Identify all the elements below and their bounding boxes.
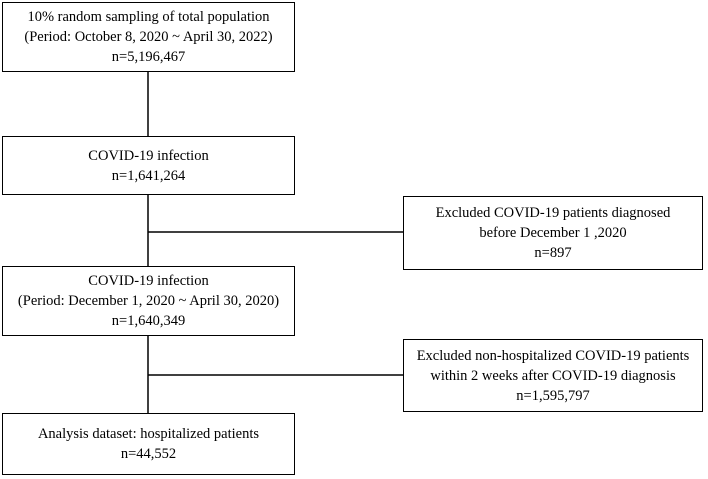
box-exclusion-1-line-1: Excluded COVID-19 patients diagnosed <box>435 205 671 221</box>
box-exclusion-1-line-3: n=897 <box>534 245 572 261</box>
box-exclusion-2-line-1: Excluded non-hospitalized COVID-19 patie… <box>416 347 690 364</box>
box-total-population-line-3: n=5,196,467 <box>111 49 186 65</box>
box-covid-infection-period-line-1: COVID-19 infection <box>88 273 209 289</box>
box-covid-infection-line-2: n=1,641,264 <box>111 167 186 184</box>
box-analysis-dataset: Analysis dataset: hospitalized patients … <box>2 413 295 475</box>
box-total-population-sampling: 10% random sampling of total population … <box>2 2 295 72</box>
box-exclusion-1-line-2: before December 1 ,2020 <box>479 225 627 241</box>
box-exclusion-2-line-2: within 2 weeks after COVID-19 diagnosis <box>430 367 676 384</box>
box-covid-infection: COVID-19 infection n=1,641,264 <box>2 136 295 195</box>
box-exclusion-before-december: Excluded COVID-19 patients diagnosed bef… <box>403 196 703 270</box>
box-covid-infection-period: COVID-19 infection (Period: December 1, … <box>2 266 295 336</box>
box-covid-infection-line-1: COVID-19 infection <box>88 147 209 164</box>
box-covid-infection-period-line-3: n=1,640,349 <box>111 313 186 329</box>
box-exclusion-non-hospitalized: Excluded non-hospitalized COVID-19 patie… <box>403 339 703 412</box>
box-covid-infection-period-line-2: (Period: December 1, 2020 ~ April 30, 20… <box>17 293 280 309</box>
box-analysis-dataset-line-1: Analysis dataset: hospitalized patients <box>37 426 260 442</box>
box-analysis-dataset-line-2: n=44,552 <box>120 446 177 462</box>
box-exclusion-2-line-3: n=1,595,797 <box>516 387 590 404</box>
box-total-population-line-2: (Period: October 8, 2020 ~ April 30, 202… <box>24 29 273 45</box>
box-total-population-line-1: 10% random sampling of total population <box>27 9 270 25</box>
